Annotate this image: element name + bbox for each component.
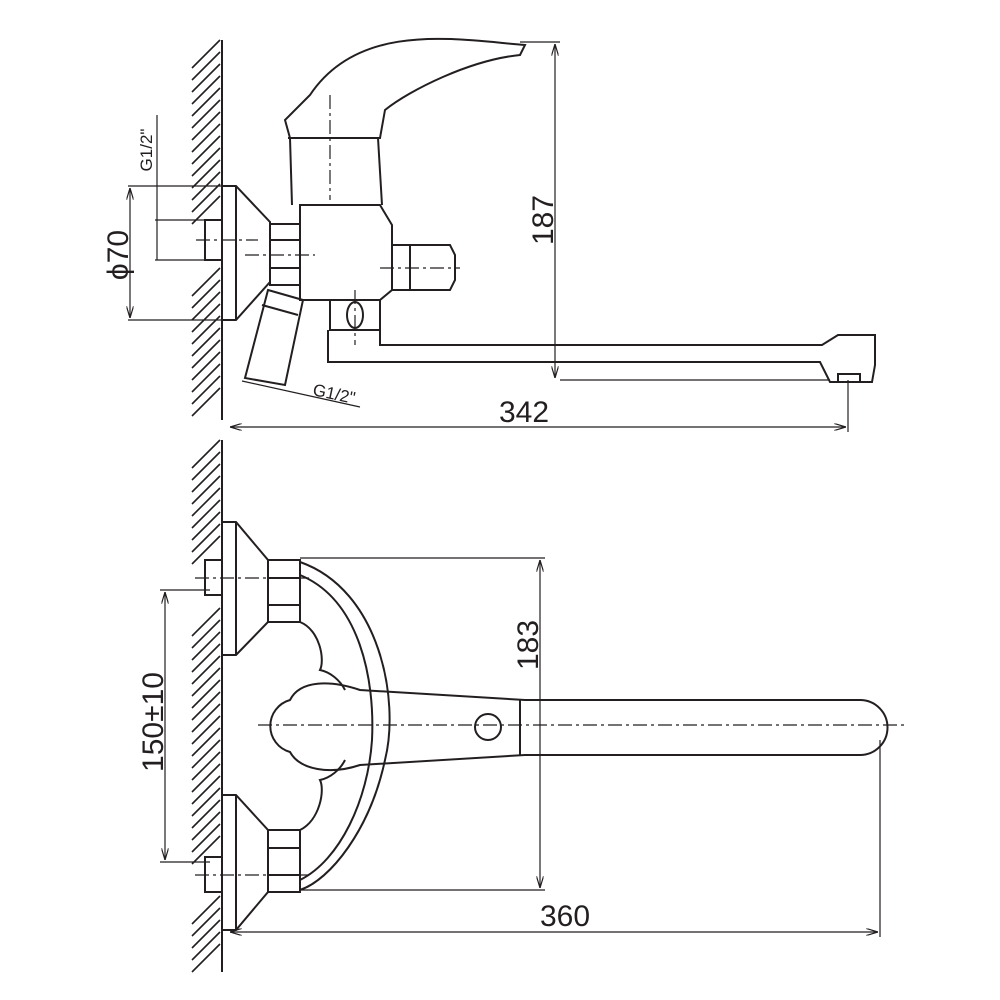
hatch-line — [191, 643, 221, 673]
hatch-line — [191, 499, 221, 529]
hatch-line — [191, 619, 221, 649]
hatch-line — [191, 763, 221, 793]
hatch-line — [191, 511, 221, 541]
hatch-line — [191, 775, 221, 805]
hatch-line — [191, 87, 221, 117]
hatch-line — [191, 363, 221, 393]
hatch-line — [191, 279, 221, 309]
hatch-line — [191, 267, 221, 297]
hatch-line — [191, 387, 221, 417]
hatch-line — [191, 679, 221, 709]
hatch-line — [191, 751, 221, 781]
hatch-line — [191, 475, 221, 505]
length-label: 342 — [499, 396, 549, 429]
hatch-line — [191, 703, 221, 733]
wall-flange — [222, 185, 271, 321]
depth-label: 183 — [512, 620, 545, 670]
flange-upper — [222, 521, 269, 656]
spacing-label: 150±10 — [137, 672, 170, 772]
body-arc — [299, 561, 391, 891]
lever-handle — [283, 37, 527, 139]
hatch-line — [191, 727, 221, 757]
hatch-line — [191, 315, 221, 345]
hatch-line — [191, 919, 221, 949]
hatch-line — [191, 51, 221, 81]
hatch-line — [191, 631, 221, 661]
hatch-line — [191, 75, 221, 105]
mixer-body — [299, 204, 393, 301]
hatch-line — [191, 99, 221, 129]
hatch-line — [191, 123, 221, 153]
hatch-line — [191, 787, 221, 817]
hatch-line — [191, 291, 221, 321]
hatch-line — [191, 195, 221, 225]
hatch-line — [191, 339, 221, 369]
hatch-line — [191, 907, 221, 937]
hatch-line — [191, 327, 221, 357]
lever-hub — [474, 713, 502, 741]
hatch-line — [191, 439, 221, 469]
hatch-line — [191, 487, 221, 517]
flange-lower — [222, 794, 269, 931]
hex-nut-upper — [267, 559, 301, 623]
hatch-line — [191, 159, 221, 189]
hatch-line — [191, 135, 221, 165]
lever-and-spout — [269, 682, 889, 772]
hatch-line — [191, 811, 221, 841]
hatch-line — [191, 739, 221, 769]
hatch-line — [191, 523, 221, 553]
wall-hatching-bottom — [191, 439, 221, 973]
hatch-line — [191, 63, 221, 93]
hatch-line — [191, 351, 221, 381]
hatch-line — [191, 39, 221, 69]
hatch-line — [191, 463, 221, 493]
thread-top-label: G1/2" — [137, 129, 156, 172]
hatch-line — [191, 931, 221, 961]
thread-bottom-label: G1/2" — [311, 380, 357, 408]
hatch-line — [191, 715, 221, 745]
hatch-line — [191, 183, 221, 213]
hatch-line — [191, 823, 221, 853]
top-view: 183 150±10 360 — [137, 439, 905, 973]
hatch-line — [191, 111, 221, 141]
height-label: 187 — [527, 195, 560, 245]
hatch-line — [191, 303, 221, 333]
hatch-line — [191, 943, 221, 973]
side-view: ϕ70 G1/2" 187 G1/2" 342 — [102, 37, 876, 432]
hatch-line — [191, 535, 221, 565]
hex-nut-lower — [267, 829, 301, 893]
wall-hatching-top — [191, 39, 221, 417]
hatch-line — [191, 799, 221, 829]
cartridge-housing — [288, 137, 383, 206]
hatch-line — [191, 835, 221, 865]
hatch-line — [191, 375, 221, 405]
total-length-label: 360 — [540, 900, 590, 933]
spout — [327, 330, 876, 383]
hatch-line — [191, 147, 221, 177]
hatch-line — [191, 655, 221, 685]
hatch-line — [191, 451, 221, 481]
hatch-line — [191, 895, 221, 925]
diameter-label: ϕ70 — [102, 230, 135, 280]
hatch-line — [191, 607, 221, 637]
hatch-line — [191, 667, 221, 697]
angled-inlet — [243, 288, 305, 387]
hatch-line — [191, 691, 221, 721]
